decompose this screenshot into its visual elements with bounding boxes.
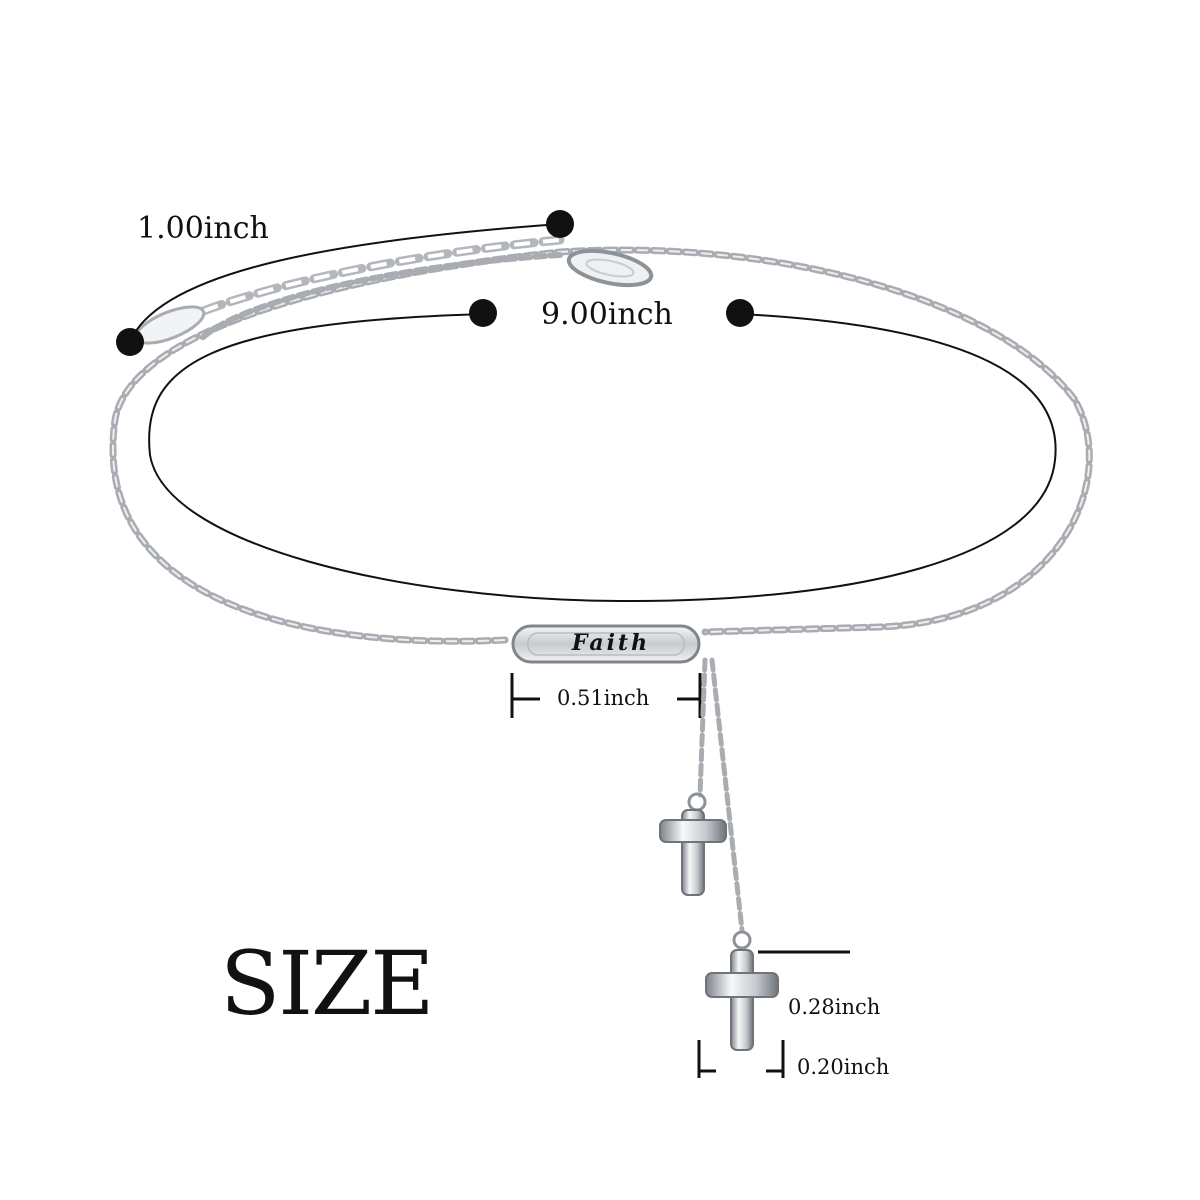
length-measure-ellipse xyxy=(148,313,1057,603)
size-heading: SIZE xyxy=(220,932,434,1035)
bracelet-inner-strand xyxy=(197,252,563,343)
cross-width-label: 0.20inch xyxy=(797,1055,890,1079)
engraving-text: Faith xyxy=(571,630,651,656)
bracelet-length-label: 9.00inch xyxy=(541,297,673,332)
length-endpoint-right xyxy=(726,299,754,327)
length-endpoint-left xyxy=(469,299,497,327)
extender-measure-line xyxy=(129,223,561,343)
bar-width-label: 0.51inch xyxy=(557,686,650,710)
cross-pendant-lower xyxy=(705,930,779,1051)
faith-bar xyxy=(511,624,701,664)
bar-width-dimension xyxy=(510,673,702,718)
extender-endpoint-left xyxy=(116,328,144,356)
dangle-chain-long xyxy=(709,657,745,933)
cross-height-label: 0.28inch xyxy=(788,995,881,1019)
cross-width-dimension xyxy=(697,1040,785,1078)
extender-endpoint-right xyxy=(546,210,574,238)
dangle-chain-short xyxy=(697,657,708,798)
cross-pendant-upper xyxy=(659,792,727,896)
lobster-clasp xyxy=(566,248,654,288)
extender-length-label: 1.00inch xyxy=(137,211,269,246)
